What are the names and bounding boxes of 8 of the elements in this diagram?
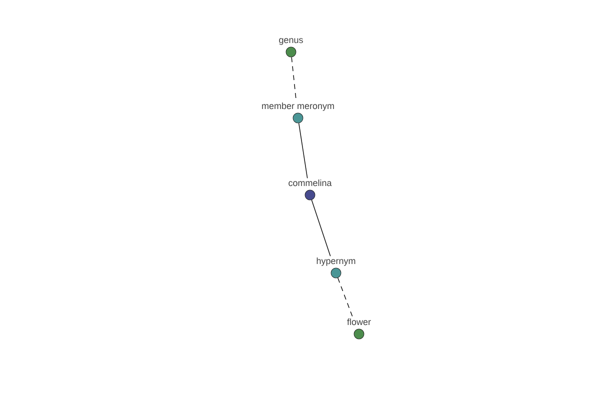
- node-label: commelina: [288, 179, 332, 186]
- connector-line: [311, 200, 331, 257]
- node-label: genus: [279, 38, 303, 45]
- node-label: flower: [347, 318, 371, 326]
- node-label: hypernym: [316, 257, 356, 266]
- connector-line: [298, 122, 308, 178]
- dashed-line: [338, 278, 353, 318]
- node-label: member meronym: [262, 102, 334, 111]
